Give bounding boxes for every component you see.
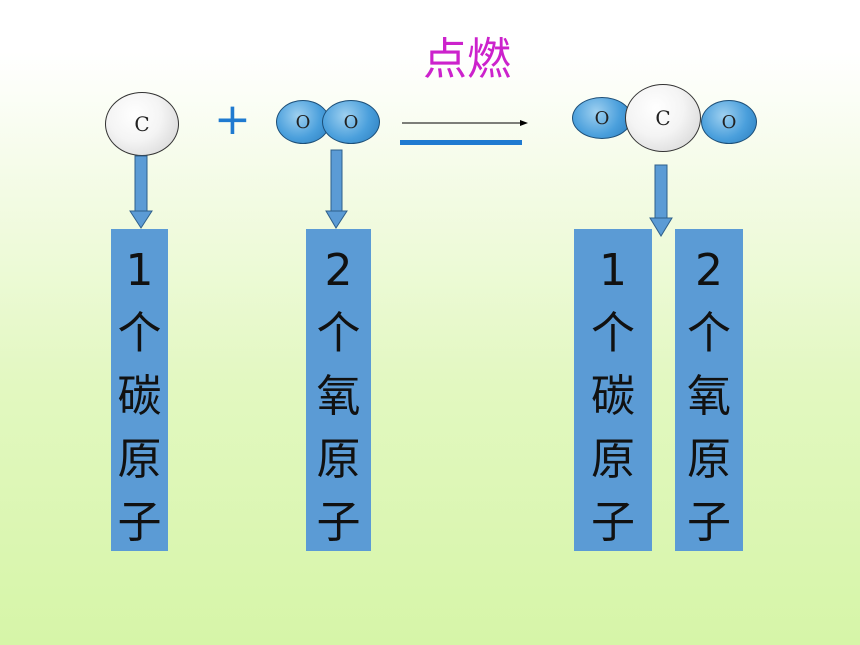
oxygen-atom-reactant-2: O	[322, 100, 380, 144]
label-char: 1	[599, 245, 627, 296]
label-box-carbon-reactant: 1 个 碳 原 子	[111, 229, 168, 551]
label-char: 2	[324, 245, 353, 296]
plus-sign: +	[214, 94, 251, 145]
label-char: 个	[117, 308, 162, 359]
label-char: 2	[695, 245, 723, 296]
oxygen-symbol: O	[295, 111, 311, 133]
reaction-condition-title: 点燃	[423, 34, 511, 85]
label-char: 个	[316, 308, 361, 359]
reaction-arrow-head	[520, 120, 528, 126]
label-char: 碳	[591, 371, 635, 422]
carbon-symbol: C	[655, 106, 671, 130]
reaction-equals-bar	[400, 140, 522, 145]
label-char: 子	[117, 497, 162, 548]
carbon-symbol: C	[134, 112, 150, 136]
label-char: 子	[316, 497, 361, 548]
down-arrow-carbon-reactant	[129, 155, 153, 229]
label-char: 氧	[687, 371, 731, 422]
down-arrow-oxygen-reactant	[325, 149, 348, 229]
oxygen-atom-product-2: O	[701, 100, 757, 144]
label-box-oxygen-product: 2 个 氧 原 子	[675, 229, 743, 551]
oxygen-atom-product-1: O	[572, 97, 632, 139]
label-char: 原	[117, 434, 162, 485]
label-char: 原	[687, 434, 731, 485]
label-char: 子	[591, 497, 635, 548]
label-char: 碳	[117, 371, 162, 422]
label-char: 原	[316, 434, 361, 485]
label-char: 个	[687, 308, 731, 359]
carbon-atom-reactant: C	[105, 92, 179, 156]
label-box-carbon-product: 1 个 碳 原 子	[574, 229, 652, 551]
label-char: 原	[591, 434, 635, 485]
label-char: 氧	[316, 371, 361, 422]
label-char: 子	[687, 497, 731, 548]
oxygen-symbol: O	[594, 107, 610, 129]
oxygen-symbol: O	[343, 111, 359, 133]
label-char: 1	[125, 245, 154, 296]
oxygen-atom-reactant-1: O	[276, 100, 330, 144]
label-char: 个	[591, 308, 635, 359]
label-box-oxygen-reactant: 2 个 氧 原 子	[306, 229, 371, 551]
carbon-atom-product: C	[625, 84, 701, 152]
oxygen-symbol: O	[721, 111, 737, 133]
down-arrow-product	[649, 164, 673, 237]
